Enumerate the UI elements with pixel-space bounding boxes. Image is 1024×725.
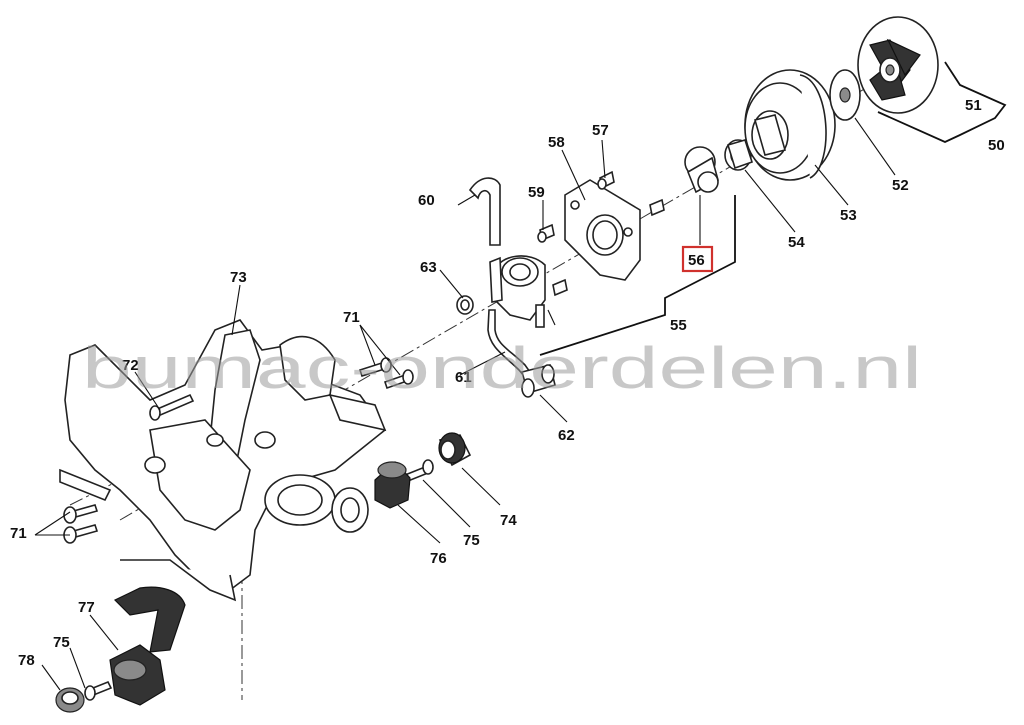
label-53[interactable]: 53 [840, 207, 857, 224]
bracket-50 [877, 61, 1007, 143]
bracket-55 [539, 195, 736, 356]
label-74[interactable]: 74 [500, 512, 517, 529]
cover-plate-58[interactable] [564, 179, 641, 281]
screw-75-lower[interactable] [84, 680, 113, 701]
clutch-drum-53[interactable] [744, 69, 836, 181]
screw-75[interactable] [403, 459, 434, 483]
leader-lines [34, 117, 896, 691]
label-55[interactable]: 55 [670, 317, 687, 334]
label-56[interactable]: 56 [688, 252, 705, 269]
label-57[interactable]: 57 [592, 122, 609, 139]
part-labels: 50 51 52 53 54 55 56 57 58 59 60 61 62 6… [10, 97, 1005, 669]
label-54[interactable]: 54 [788, 234, 805, 251]
strap-77[interactable] [113, 586, 186, 653]
label-76[interactable]: 76 [430, 550, 447, 567]
clutch-51[interactable] [857, 16, 939, 114]
label-72[interactable]: 72 [122, 357, 139, 374]
label-75-lower[interactable]: 75 [53, 634, 70, 651]
label-63[interactable]: 63 [420, 259, 437, 276]
bushing-74[interactable] [438, 432, 472, 467]
label-60[interactable]: 60 [418, 192, 435, 209]
needle-bearing-54[interactable] [724, 139, 753, 171]
label-73[interactable]: 73 [230, 269, 247, 286]
label-51[interactable]: 51 [965, 97, 982, 114]
watermark: bumac-onderdelen.nl [82, 336, 922, 401]
crankcase-housing[interactable] [59, 319, 387, 602]
label-78[interactable]: 78 [18, 652, 35, 669]
label-52[interactable]: 52 [892, 177, 909, 194]
oil-fitting-62[interactable] [521, 364, 556, 398]
screws-71-lower[interactable] [63, 504, 99, 544]
label-59[interactable]: 59 [528, 184, 545, 201]
screw-72[interactable] [149, 393, 195, 421]
screw-57[interactable] [597, 170, 615, 190]
buffer-76[interactable] [374, 461, 411, 509]
hose-60[interactable] [468, 177, 501, 246]
buffer-77[interactable] [109, 644, 166, 706]
o-ring-63[interactable] [456, 295, 474, 315]
screw-59-b[interactable] [552, 198, 665, 297]
oil-pump[interactable] [489, 255, 546, 328]
label-62[interactable]: 62 [558, 427, 575, 444]
label-50[interactable]: 50 [988, 137, 1005, 154]
screw-59[interactable] [537, 223, 555, 243]
label-71-upper[interactable]: 71 [343, 309, 360, 326]
cap-78[interactable] [55, 687, 85, 713]
label-71-lower[interactable]: 71 [10, 525, 27, 542]
label-61[interactable]: 61 [455, 369, 472, 386]
worm-gear-56[interactable] [684, 146, 719, 194]
highlight-box [681, 245, 714, 273]
label-58[interactable]: 58 [548, 134, 565, 151]
label-77[interactable]: 77 [78, 599, 95, 616]
label-75-upper[interactable]: 75 [463, 532, 480, 549]
washer-52[interactable] [829, 69, 861, 121]
